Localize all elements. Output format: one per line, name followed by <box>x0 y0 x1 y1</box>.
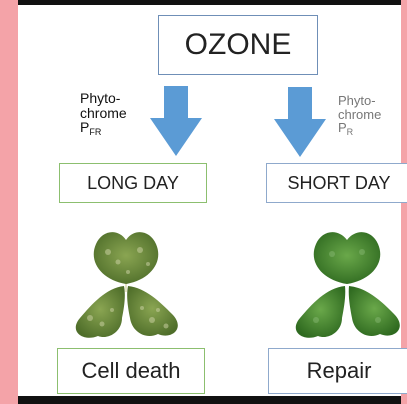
right-phyto-line2: chrome <box>338 108 381 122</box>
right-phyto-symbol: PR <box>338 121 381 137</box>
healthy-clover-leaf-icon <box>282 222 407 340</box>
ozone-box: OZONE <box>158 15 318 75</box>
short-day-box: SHORT DAY <box>266 163 407 203</box>
damaged-clover-leaf-icon <box>62 222 190 340</box>
cell-death-box: Cell death <box>57 348 205 394</box>
top-border <box>18 0 401 5</box>
right-down-arrow-icon <box>274 87 326 157</box>
left-phytochrome-label: Phyto- chrome PFR <box>80 91 127 138</box>
left-phyto-symbol: PFR <box>80 120 127 137</box>
left-side-bar <box>0 0 18 404</box>
left-phyto-line2: chrome <box>80 106 127 121</box>
long-day-box: LONG DAY <box>59 163 207 203</box>
right-phytochrome-label: Phyto- chrome PR <box>338 94 381 138</box>
right-phyto-line1: Phyto- <box>338 94 381 108</box>
repair-box: Repair <box>268 348 407 394</box>
left-phyto-line1: Phyto- <box>80 91 127 106</box>
left-down-arrow-icon <box>150 86 202 156</box>
bottom-border <box>18 396 401 404</box>
